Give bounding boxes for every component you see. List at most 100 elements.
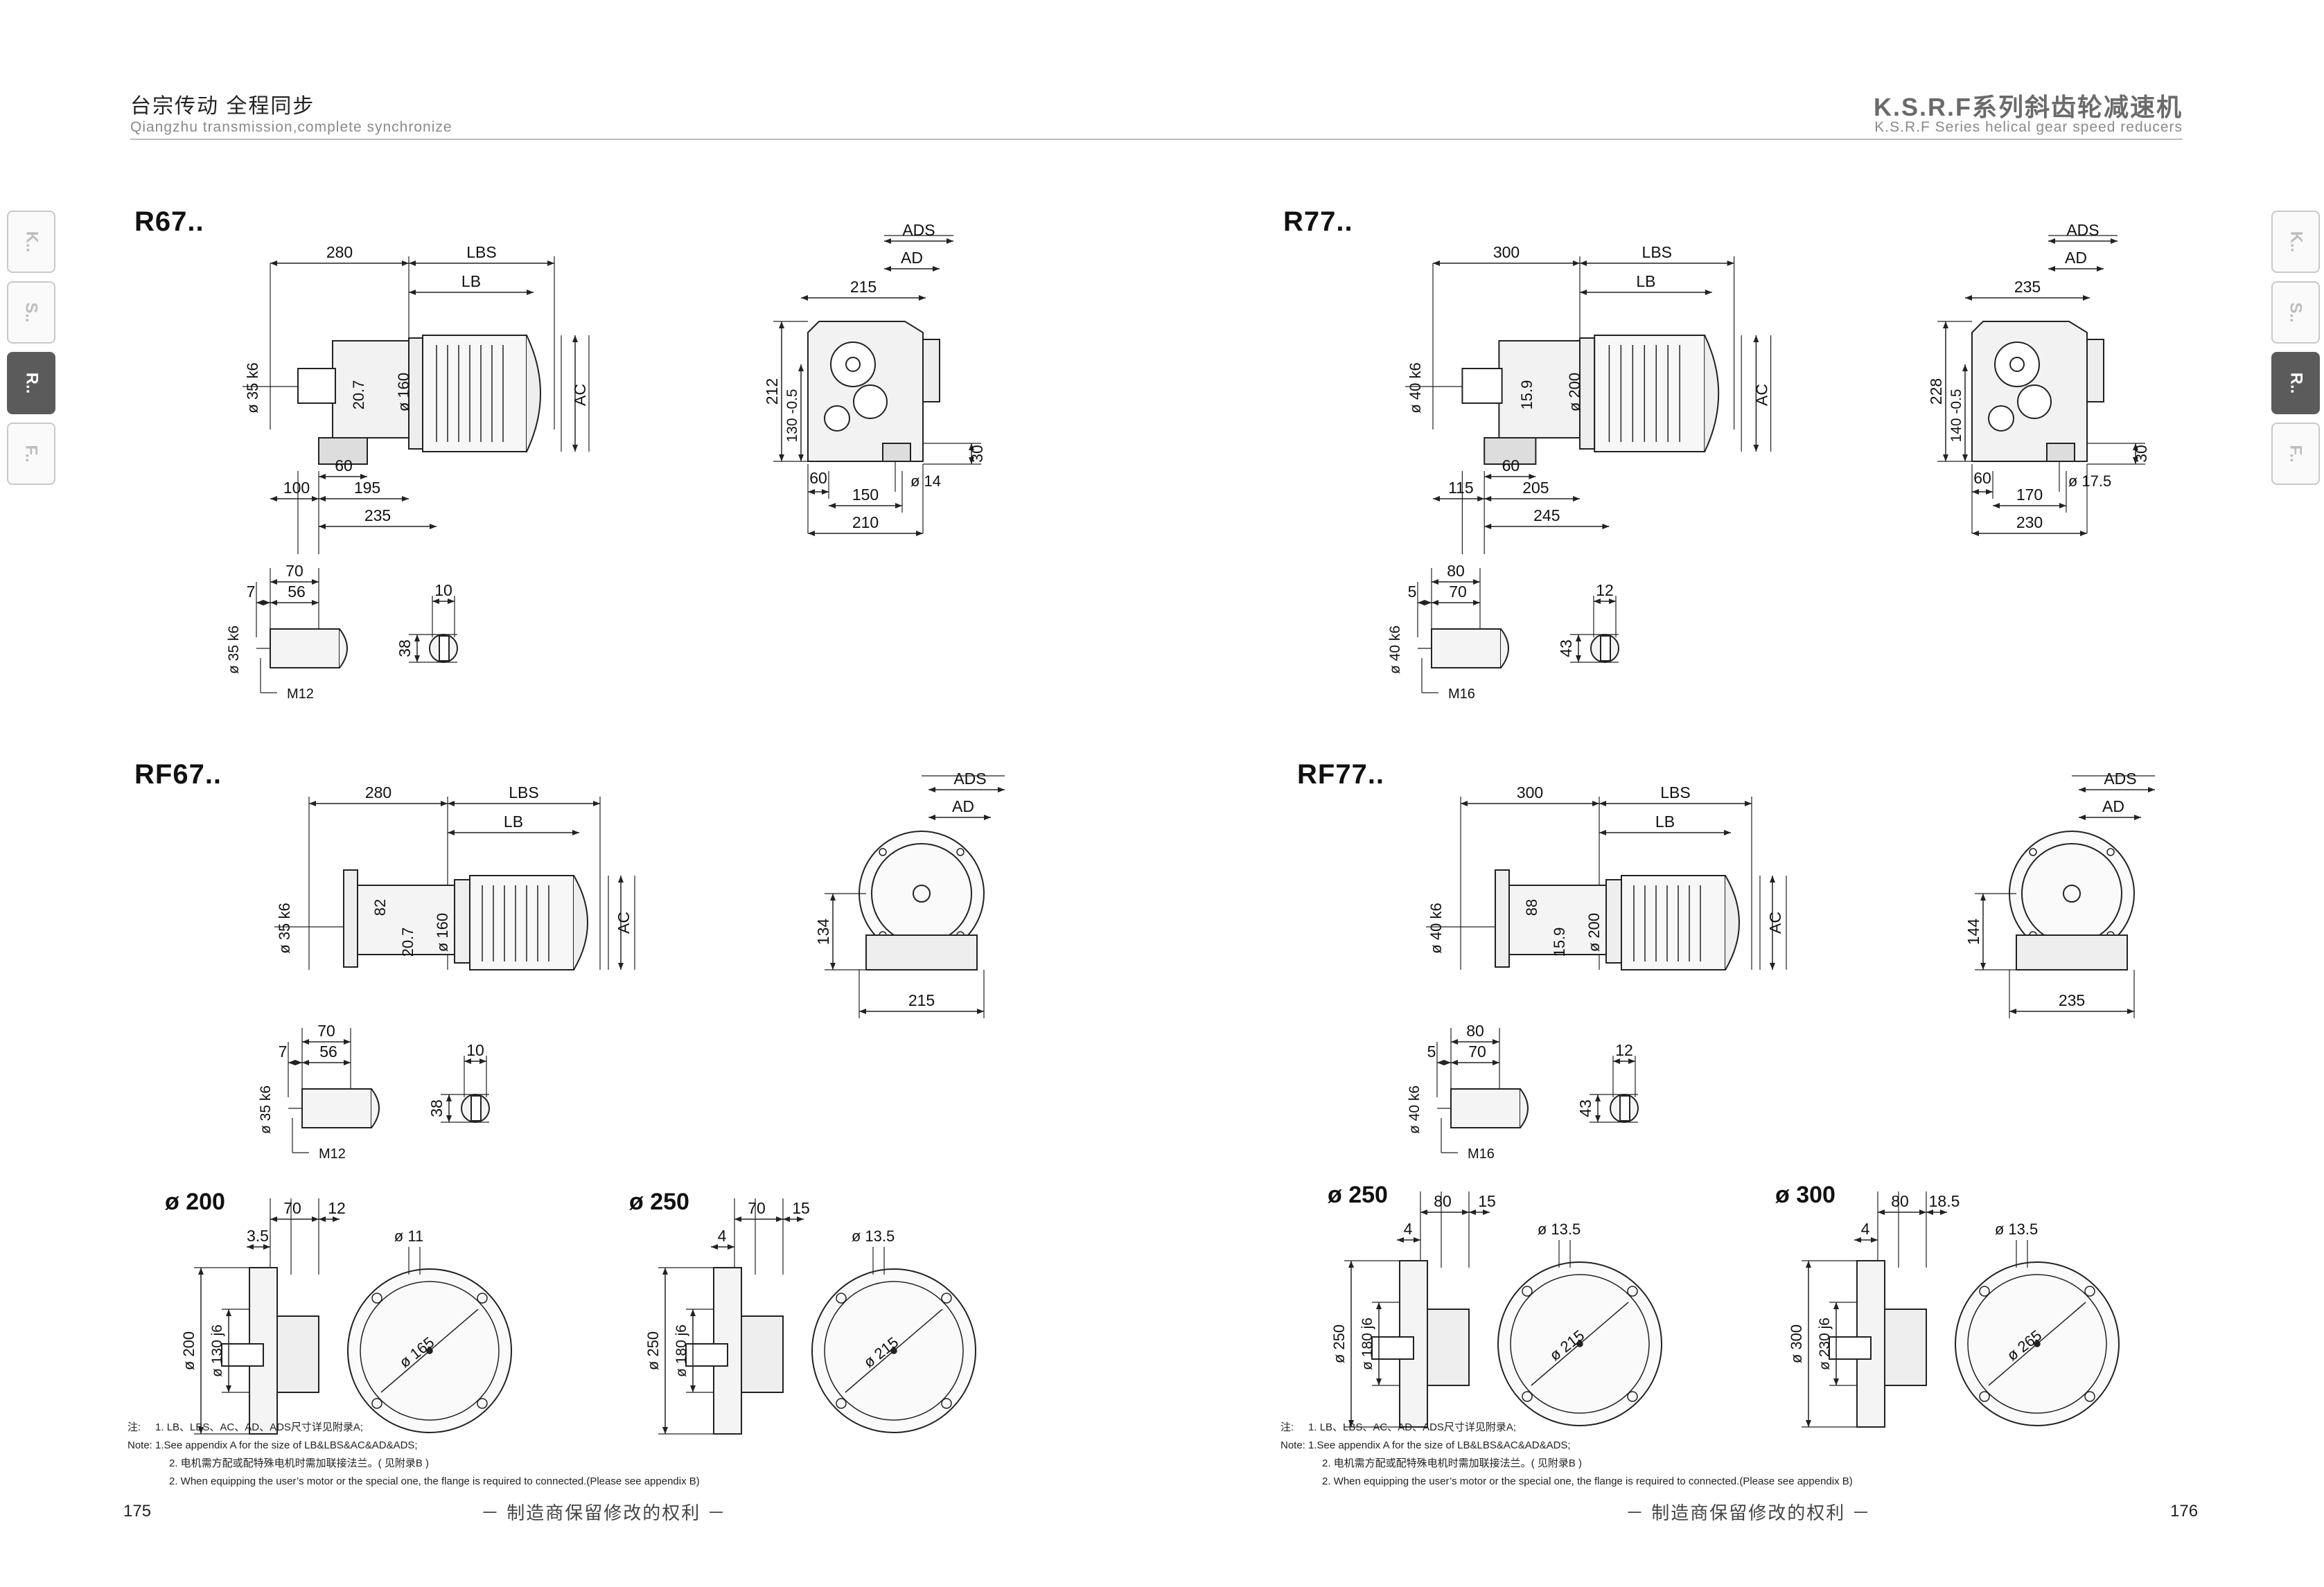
dimension-label: ø 230 j6 xyxy=(1817,1318,1833,1370)
dimension-label: 30 xyxy=(2132,445,2150,463)
dimension-label: LBS xyxy=(466,243,496,261)
dimension-label: 4 xyxy=(718,1227,727,1245)
dimension-label: ADS xyxy=(2066,221,2099,239)
dimension-label: ADS xyxy=(2104,770,2136,788)
dimension-label: LB xyxy=(1636,272,1655,290)
dimension-label: ø 160 xyxy=(395,373,412,411)
dimension-label: ADS xyxy=(953,770,986,788)
dimension-label: LB xyxy=(504,813,523,831)
model-title-rf67: RF67.. xyxy=(134,759,222,790)
dimension-label: 43 xyxy=(1557,639,1575,657)
dimension-label: M12 xyxy=(287,686,314,702)
dimension-label: 130 -0.5 xyxy=(784,389,800,442)
dimension-label: ø 250 xyxy=(644,1331,662,1370)
flange-title-left-a: ø 200 xyxy=(165,1189,225,1215)
dimension-label: 15 xyxy=(1478,1192,1496,1210)
dimension-label: 70 xyxy=(748,1199,766,1217)
dimension-label: 56 xyxy=(288,583,306,601)
dimension-label: 12 xyxy=(328,1199,346,1217)
dimension-label: ø 40 k6 xyxy=(1427,903,1445,953)
dimension-label: AD xyxy=(2102,797,2124,815)
header-left-en: Qiangzhu transmission,complete synchroni… xyxy=(130,119,452,135)
dimension-label: 70 xyxy=(285,562,303,580)
dimension-label: 80 xyxy=(1434,1192,1452,1210)
dimension-label: ø 200 xyxy=(1566,373,1583,411)
tab-k[interactable]: K.. xyxy=(7,211,55,273)
tab-k-right[interactable]: K.. xyxy=(2271,211,2320,273)
header-right-title: K.S.R.F系列斜齿轮减速机 xyxy=(1873,93,2183,121)
tab-s[interactable]: S.. xyxy=(7,281,55,344)
dimension-label: AC xyxy=(1752,384,1770,406)
dimension-label: AC xyxy=(571,384,589,406)
flange-title-left-b: ø 250 xyxy=(629,1189,689,1215)
dimension-label: 70 xyxy=(1449,583,1467,601)
dimension-label: 280 xyxy=(326,243,353,261)
dimension-label: ADS xyxy=(902,221,935,239)
dimension-label: AD xyxy=(952,797,974,815)
rf77-end-view: ADS AD 144 235 xyxy=(1964,770,2155,1018)
dimension-label: 60 xyxy=(1502,456,1520,475)
tab-r-right[interactable]: R.. xyxy=(2271,352,2320,414)
dimension-label: 18.5 xyxy=(1929,1192,1960,1210)
dimension-label: ø 13.5 xyxy=(1995,1221,2038,1238)
dimension-label: 195 xyxy=(354,479,380,497)
dimension-label: ø 40 k6 xyxy=(1387,626,1403,674)
dimension-label: 170 xyxy=(2016,486,2043,504)
dimension-label: 60 xyxy=(809,469,827,487)
dimension-label: AD xyxy=(2065,249,2087,267)
dimension-label: ø 11 xyxy=(394,1227,423,1245)
dimension-label: 70 xyxy=(1468,1043,1486,1061)
dimension-label: 4 xyxy=(1404,1220,1413,1238)
dimension-label: ø 35 k6 xyxy=(276,903,293,953)
flange-title-right-a: ø 250 xyxy=(1328,1182,1388,1208)
dimension-label: 100 xyxy=(283,479,310,497)
dimension-label: ø 40 k6 xyxy=(1407,362,1424,413)
tab-s-right[interactable]: S.. xyxy=(2271,281,2320,344)
dimension-label: 80 xyxy=(1891,1192,1909,1210)
dimension-label: 144 xyxy=(1964,919,1982,946)
dimension-label: M16 xyxy=(1468,1146,1495,1162)
page-number-right: 176 xyxy=(2170,1502,2199,1520)
dimension-label: 235 xyxy=(364,506,391,524)
dimension-label: 30 xyxy=(968,445,986,463)
dimension-label: ø 300 xyxy=(1788,1324,1805,1363)
dimension-label: ø 35 k6 xyxy=(226,626,242,674)
model-title-r67: R67.. xyxy=(134,206,204,237)
tab-f[interactable]: F.. xyxy=(7,423,55,485)
reserve-note-right: － 制造商保留修改的权利 － xyxy=(1626,1502,1872,1523)
flange-title-right-b: ø 300 xyxy=(1775,1182,1836,1208)
dimension-label: 300 xyxy=(1517,783,1543,801)
dimension-label: 70 xyxy=(283,1199,301,1217)
dimension-label: 60 xyxy=(335,456,353,475)
dimension-label: M12 xyxy=(319,1146,346,1162)
dimension-label: 235 xyxy=(2059,991,2085,1009)
tab-f-right[interactable]: F.. xyxy=(2271,423,2320,485)
dimension-label: AC xyxy=(1766,912,1784,934)
dimension-label: 38 xyxy=(396,639,414,657)
dimension-label: ø 14 xyxy=(910,472,941,490)
dimension-label: 88 xyxy=(1523,899,1540,916)
tab-r[interactable]: R.. xyxy=(7,352,55,414)
dimension-label: 228 xyxy=(1927,378,1945,405)
dimension-label: 245 xyxy=(1533,506,1560,524)
dimension-label: 60 xyxy=(1973,469,1991,487)
dimension-label: 4 xyxy=(1861,1220,1870,1238)
dimension-label: 12 xyxy=(1615,1041,1633,1059)
dimension-label: 82 xyxy=(371,899,389,916)
dimension-label: 212 xyxy=(763,378,781,405)
dimension-label: 43 xyxy=(1576,1099,1594,1117)
dimension-label: ø 200 xyxy=(1585,913,1603,952)
dimension-label: 15 xyxy=(792,1199,810,1217)
dimension-label: 12 xyxy=(1596,581,1614,599)
